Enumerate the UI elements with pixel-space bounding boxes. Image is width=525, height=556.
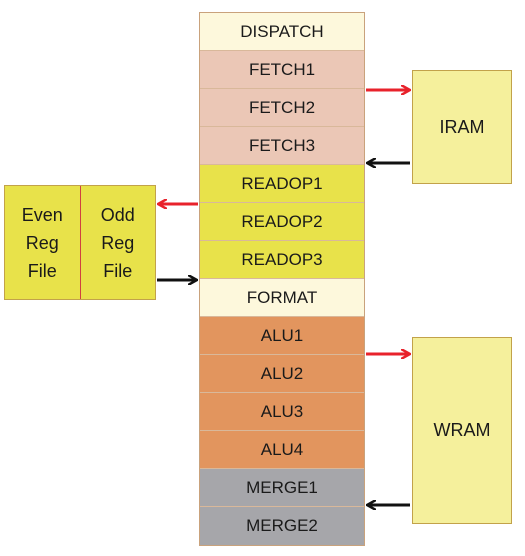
stage-format: FORMAT: [200, 279, 364, 317]
stage-alu2: ALU2: [200, 355, 364, 393]
stage-readop3: READOP3: [200, 241, 364, 279]
odd-reg-file-line: File: [103, 260, 133, 281]
even-reg-file-line: File: [27, 260, 57, 281]
stage-fetch2: FETCH2: [200, 89, 364, 127]
stage-merge1: MERGE1: [200, 469, 364, 507]
stage-merge2: MERGE2: [200, 507, 364, 545]
stage-alu4: ALU4: [200, 431, 364, 469]
register-files: Even Reg File Odd Reg File: [4, 185, 156, 300]
stage-alu1: ALU1: [200, 317, 364, 355]
wram-label: WRAM: [433, 420, 491, 440]
stage-dispatch: DISPATCH: [200, 13, 364, 51]
stage-readop1: READOP1: [200, 165, 364, 203]
wram-box: WRAM: [412, 337, 512, 524]
odd-reg-file: Odd Reg File: [79, 186, 156, 299]
odd-reg-file-line: Reg: [101, 232, 135, 253]
stage-fetch3: FETCH3: [200, 127, 364, 165]
odd-reg-file-line: Odd: [100, 204, 135, 225]
even-reg-file-line: Reg: [25, 232, 59, 253]
iram-box: IRAM: [412, 70, 512, 184]
stage-alu3: ALU3: [200, 393, 364, 431]
iram-label: IRAM: [439, 116, 485, 137]
stage-readop2: READOP2: [200, 203, 364, 241]
even-reg-file-line: Even: [21, 204, 63, 225]
even-reg-file: Even Reg File: [5, 186, 80, 299]
stage-fetch1: FETCH1: [200, 51, 364, 89]
